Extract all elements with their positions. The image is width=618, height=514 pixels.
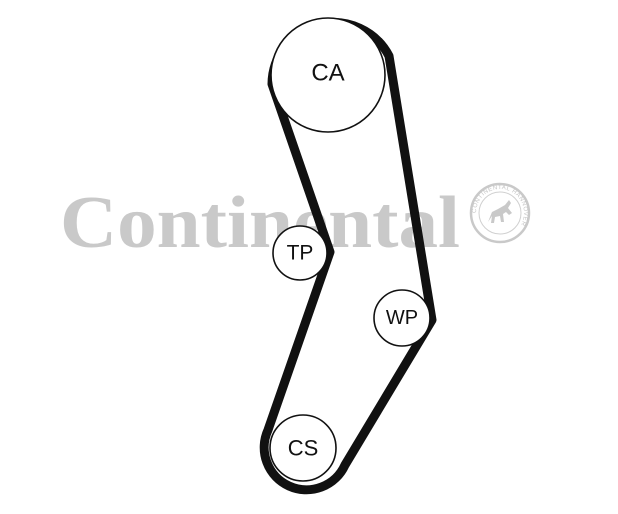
pulley-wp-label: WP [386,307,418,329]
pulley-tp-label: TP [287,242,314,265]
watermark-brand-text: Continental [60,182,460,264]
pulley-tp: TP [272,225,328,281]
pulley-wp: WP [373,289,431,347]
pulley-ca: CA [270,17,386,133]
watermark-horse-icon [488,200,512,223]
continental-watermark: Continental CONTINENTAL HANNOVER [60,182,531,264]
pulley-cs-label: CS [288,436,319,461]
watermark-seal-icon: CONTINENTAL HANNOVER [469,182,531,244]
pulley-ca-label: CA [311,60,344,87]
pulley-cs: CS [269,414,337,482]
